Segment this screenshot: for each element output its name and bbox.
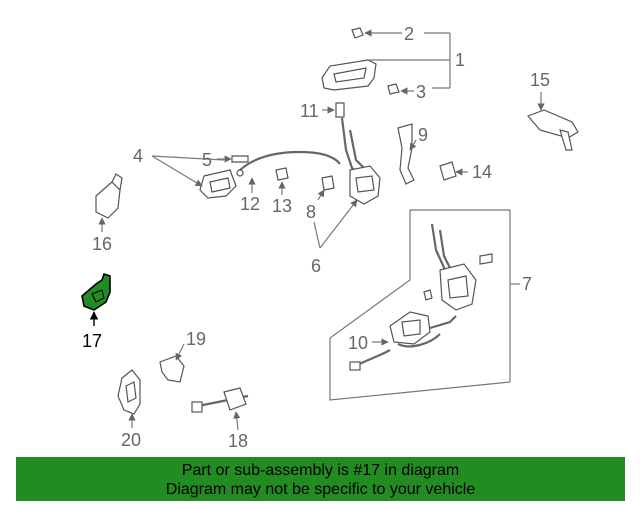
part-12-cable[interactable] — [236, 150, 341, 193]
label-part-19: 19 — [186, 329, 206, 349]
part-8-clip[interactable] — [317, 175, 335, 201]
part-20-hinge[interactable] — [117, 369, 141, 428]
label-part-10: 10 — [348, 333, 368, 353]
label-part-17: 17 — [82, 331, 102, 351]
part-7-assembly-box[interactable] — [329, 209, 520, 401]
label-part-5: 5 — [202, 150, 212, 170]
banner-line-2: Diagram may not be specific to your vehi… — [165, 481, 476, 498]
label-part-20: 20 — [121, 430, 141, 450]
part-6-latch[interactable] — [313, 117, 381, 249]
label-part-15: 15 — [530, 70, 550, 90]
part-1-outer-handle[interactable] — [321, 33, 451, 91]
part-3-cap[interactable] — [387, 83, 450, 95]
label-part-18: 18 — [228, 431, 248, 451]
label-part-16: 16 — [92, 234, 112, 254]
label-part-8: 8 — [306, 202, 316, 222]
part-15-lock-cylinder[interactable] — [526, 92, 579, 151]
parts-diagram: 2 1 3 15 11 9 14 4 5 12 — [81, 24, 579, 451]
label-part-14: 14 — [472, 162, 492, 182]
label-part-9: 9 — [418, 125, 428, 145]
label-part-13: 13 — [272, 196, 292, 216]
part-17-highlighted[interactable] — [81, 272, 111, 326]
label-part-6: 6 — [311, 256, 321, 276]
part-18-door-check[interactable] — [191, 387, 249, 431]
info-banner: Part or sub-assembly is #17 in diagram D… — [16, 457, 625, 501]
part-19-bracket[interactable] — [159, 343, 185, 383]
label-part-3: 3 — [416, 82, 426, 102]
part-5-screw[interactable] — [217, 155, 249, 163]
label-part-2: 2 — [404, 24, 414, 44]
label-part-11: 11 — [300, 101, 319, 121]
part-11-clip[interactable] — [322, 102, 345, 118]
part-9-guide[interactable] — [397, 123, 417, 185]
label-part-12: 12 — [240, 194, 260, 214]
part-16-bracket[interactable] — [95, 173, 123, 232]
part-2-cap[interactable] — [351, 27, 450, 39]
part-4-inside-handle[interactable] — [151, 155, 237, 199]
part-13-clip[interactable] — [275, 167, 289, 195]
part-14-switch[interactable] — [439, 161, 468, 181]
label-part-4: 4 — [133, 146, 143, 166]
label-part-7: 7 — [522, 274, 532, 294]
part-10-actuator[interactable] — [349, 311, 457, 371]
label-part-1: 1 — [455, 50, 465, 70]
banner-line-1: Part or sub-assembly is #17 in diagram — [181, 462, 460, 479]
